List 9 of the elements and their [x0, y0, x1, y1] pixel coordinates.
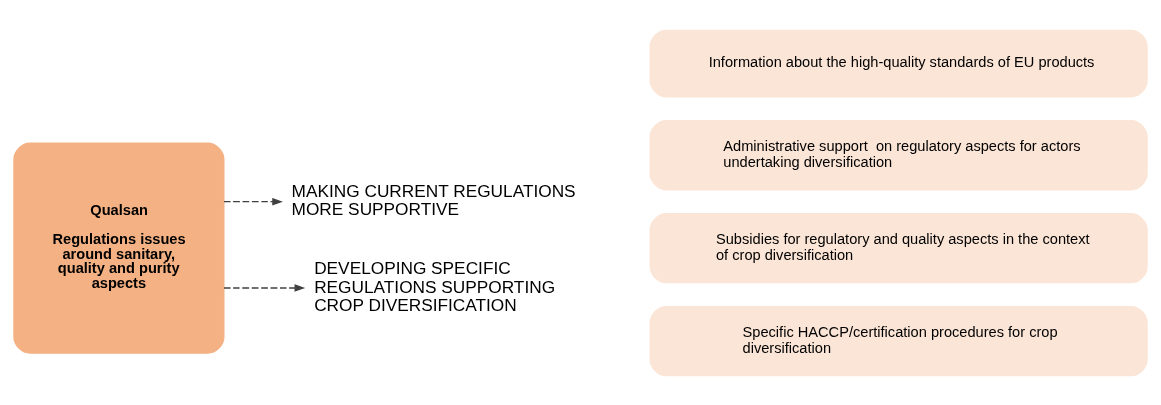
arrow: [223, 197, 283, 205]
node-box: Subsidies for regulatory and quality aspects in the context of crop diversification: [649, 212, 1148, 283]
node-box: Specific HACCP/certification procedures for crop diversification: [649, 305, 1148, 376]
node-text: DEVELOPING SPECIFIC REGULATIONS SUPPORTING CROP DIVERSIFICATION: [314, 257, 556, 315]
node-text: MAKING CURRENT REGULATIONS MORE SUPPORTIVE: [291, 180, 576, 219]
node-box: Administrative support on regulatory aspects for actors undertaking diversification: [649, 119, 1148, 190]
node-box: Qualsan Regulations issues around sanitary, quality and purity aspects: [13, 142, 225, 354]
node-box: Information about the high-quality standards of EU products: [649, 29, 1148, 97]
arrow: [223, 283, 306, 292]
